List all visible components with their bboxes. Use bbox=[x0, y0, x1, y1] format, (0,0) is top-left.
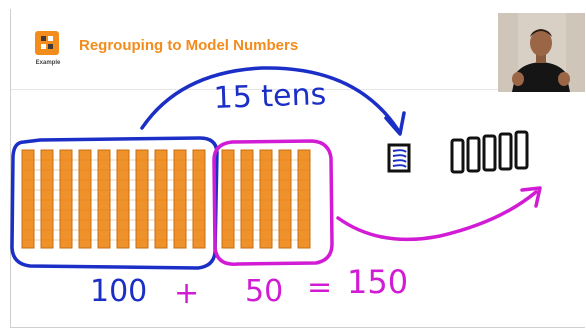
equation-right: 50 bbox=[245, 274, 283, 309]
ten-rod bbox=[79, 150, 91, 248]
ten-rod bbox=[60, 150, 72, 248]
equation-result: 150 bbox=[347, 263, 408, 301]
ten-rod bbox=[174, 150, 186, 248]
ten-rod bbox=[241, 150, 253, 248]
ten-rod bbox=[22, 150, 34, 248]
ten-rod bbox=[117, 150, 129, 248]
ten-rod bbox=[193, 150, 205, 248]
equation-equals: = bbox=[307, 270, 332, 305]
magenta-regroup-arrow bbox=[338, 192, 536, 239]
ten-rods-drawing bbox=[452, 132, 527, 172]
arrow-label: 15 tens bbox=[213, 77, 327, 116]
equation-left: 100 bbox=[90, 274, 147, 309]
ten-rod bbox=[279, 150, 291, 248]
ten-rod bbox=[298, 150, 310, 248]
ten-rod bbox=[41, 150, 53, 248]
equation-plus: + bbox=[174, 276, 199, 311]
tens-rods-blue-group bbox=[22, 150, 205, 248]
ten-rod bbox=[98, 150, 110, 248]
ten-rod bbox=[260, 150, 272, 248]
tens-rods-pink-group bbox=[222, 150, 310, 248]
hundred-block-drawing bbox=[389, 145, 409, 171]
ten-rod bbox=[155, 150, 167, 248]
ten-rod bbox=[222, 150, 234, 248]
ten-rod bbox=[136, 150, 148, 248]
